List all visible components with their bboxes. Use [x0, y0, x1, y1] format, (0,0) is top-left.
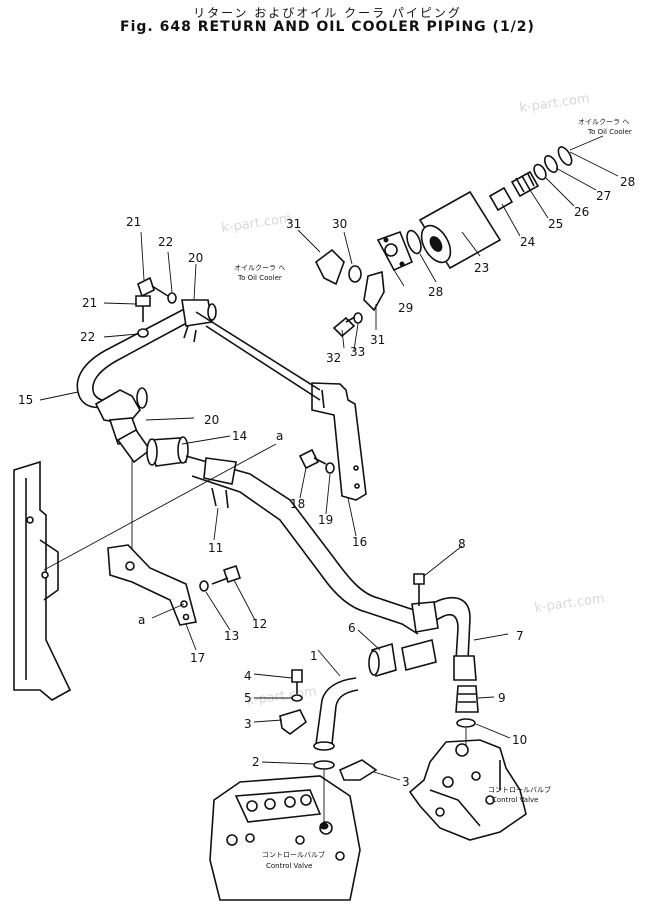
note-control-valve-bottom-en: Control Valve	[266, 862, 312, 870]
note-to-oil-cooler-jp: オイルクーラ へ	[578, 118, 629, 126]
label-31-lower: 31	[370, 333, 385, 347]
label-3-lower: 3	[402, 775, 410, 789]
label-27: 27	[596, 189, 611, 203]
pipe-7	[411, 596, 477, 681]
label-14: 14	[232, 429, 247, 443]
note-control-valve-bottom-jp: コントロールバルブ	[262, 850, 325, 859]
pipe-to-bracket	[195, 311, 321, 401]
flange-29	[376, 229, 422, 272]
watermark: k-part.com	[518, 91, 590, 116]
bolt-18	[298, 448, 327, 470]
page-title: Fig. 648 RETURN AND OIL COOLER PIPING (1…	[120, 19, 535, 35]
label-15: 15	[18, 393, 33, 407]
label-8: 8	[458, 537, 466, 551]
fitting-9	[455, 685, 479, 713]
label-19: 19	[318, 513, 333, 527]
label-3-upper: 3	[244, 717, 252, 731]
control-valve-bottom	[209, 775, 361, 901]
watermark: k-part.com	[245, 684, 317, 709]
note-control-valve-right-jp: コントロールバルブ	[488, 785, 551, 794]
note-to-oil-cooler-mid-en: To Oil Cooler	[237, 274, 282, 282]
title-japanese: リターン およびオイル クーラ パイピング	[193, 6, 462, 20]
note-to-oil-cooler-en: To Oil Cooler	[587, 128, 632, 136]
pipe-15	[76, 299, 217, 409]
bolt-12	[211, 564, 242, 585]
leader-lines	[39, 135, 619, 828]
clamp-3-lower	[338, 759, 378, 781]
label-25: 25	[548, 217, 563, 231]
washer-19	[325, 462, 335, 474]
label-30: 30	[332, 217, 347, 231]
control-valve-right	[408, 739, 527, 841]
o-ring-2	[313, 760, 335, 770]
clamp-31-lower	[363, 270, 385, 312]
label-33: 33	[350, 345, 365, 359]
label-31-upper: 31	[286, 217, 301, 231]
watermark: k-part.com	[533, 591, 605, 616]
pipe-11	[185, 455, 431, 635]
hose-14	[116, 428, 189, 467]
label-12: 12	[252, 617, 267, 631]
label-20-upper: 20	[188, 251, 203, 265]
label-22-lower: 22	[80, 330, 95, 344]
label-11: 11	[208, 541, 223, 555]
o-ring-30	[348, 265, 362, 283]
label-20-lower: 20	[204, 413, 219, 427]
connector-6	[368, 639, 437, 678]
label-4: 4	[244, 669, 252, 683]
label-18: 18	[290, 497, 305, 511]
label-28-upper: 28	[620, 175, 635, 189]
bolt-21-lower	[135, 295, 151, 322]
label-26: 26	[574, 205, 589, 219]
label-24: 24	[520, 235, 535, 249]
label-7: 7	[516, 629, 524, 643]
label-5: 5	[244, 691, 252, 705]
washer-5	[291, 694, 303, 702]
label-10: 10	[512, 733, 527, 747]
left-frame-bracket	[13, 460, 72, 701]
bolt-21-upper	[137, 276, 169, 298]
label-13: 13	[224, 629, 239, 643]
hose-1	[313, 677, 359, 751]
label-9: 9	[498, 691, 506, 705]
bracket-16	[311, 382, 367, 501]
label-6: 6	[348, 621, 356, 635]
label-a-lower: a	[138, 613, 145, 627]
label-17: 17	[190, 651, 205, 665]
label-21-lower: 21	[82, 296, 97, 310]
label-2: 2	[252, 755, 260, 769]
label-23: 23	[474, 261, 489, 275]
label-28-lower: 28	[428, 285, 443, 299]
clamp-31-upper	[314, 248, 345, 286]
bracket-17	[107, 544, 197, 626]
watermark: k-part.com	[220, 211, 292, 236]
plug-8	[413, 573, 425, 606]
washer-13	[199, 580, 209, 592]
note-to-oil-cooler-mid-jp: オイルクーラ へ	[234, 264, 285, 272]
label-1: 1	[310, 649, 318, 663]
label-16: 16	[352, 535, 367, 549]
label-a-upper: a	[276, 429, 283, 443]
label-22-upper: 22	[158, 235, 173, 249]
o-ring-10	[456, 718, 476, 728]
label-32: 32	[326, 351, 341, 365]
label-29: 29	[398, 301, 413, 315]
note-control-valve-right-en: Control Valve	[492, 796, 538, 804]
washer-22-lower	[137, 328, 149, 338]
clamp-3-upper	[279, 709, 308, 735]
cooler-assembly	[418, 146, 573, 270]
label-21-upper: 21	[126, 215, 141, 229]
washer-33	[353, 312, 363, 324]
washer-22-upper	[167, 292, 177, 304]
